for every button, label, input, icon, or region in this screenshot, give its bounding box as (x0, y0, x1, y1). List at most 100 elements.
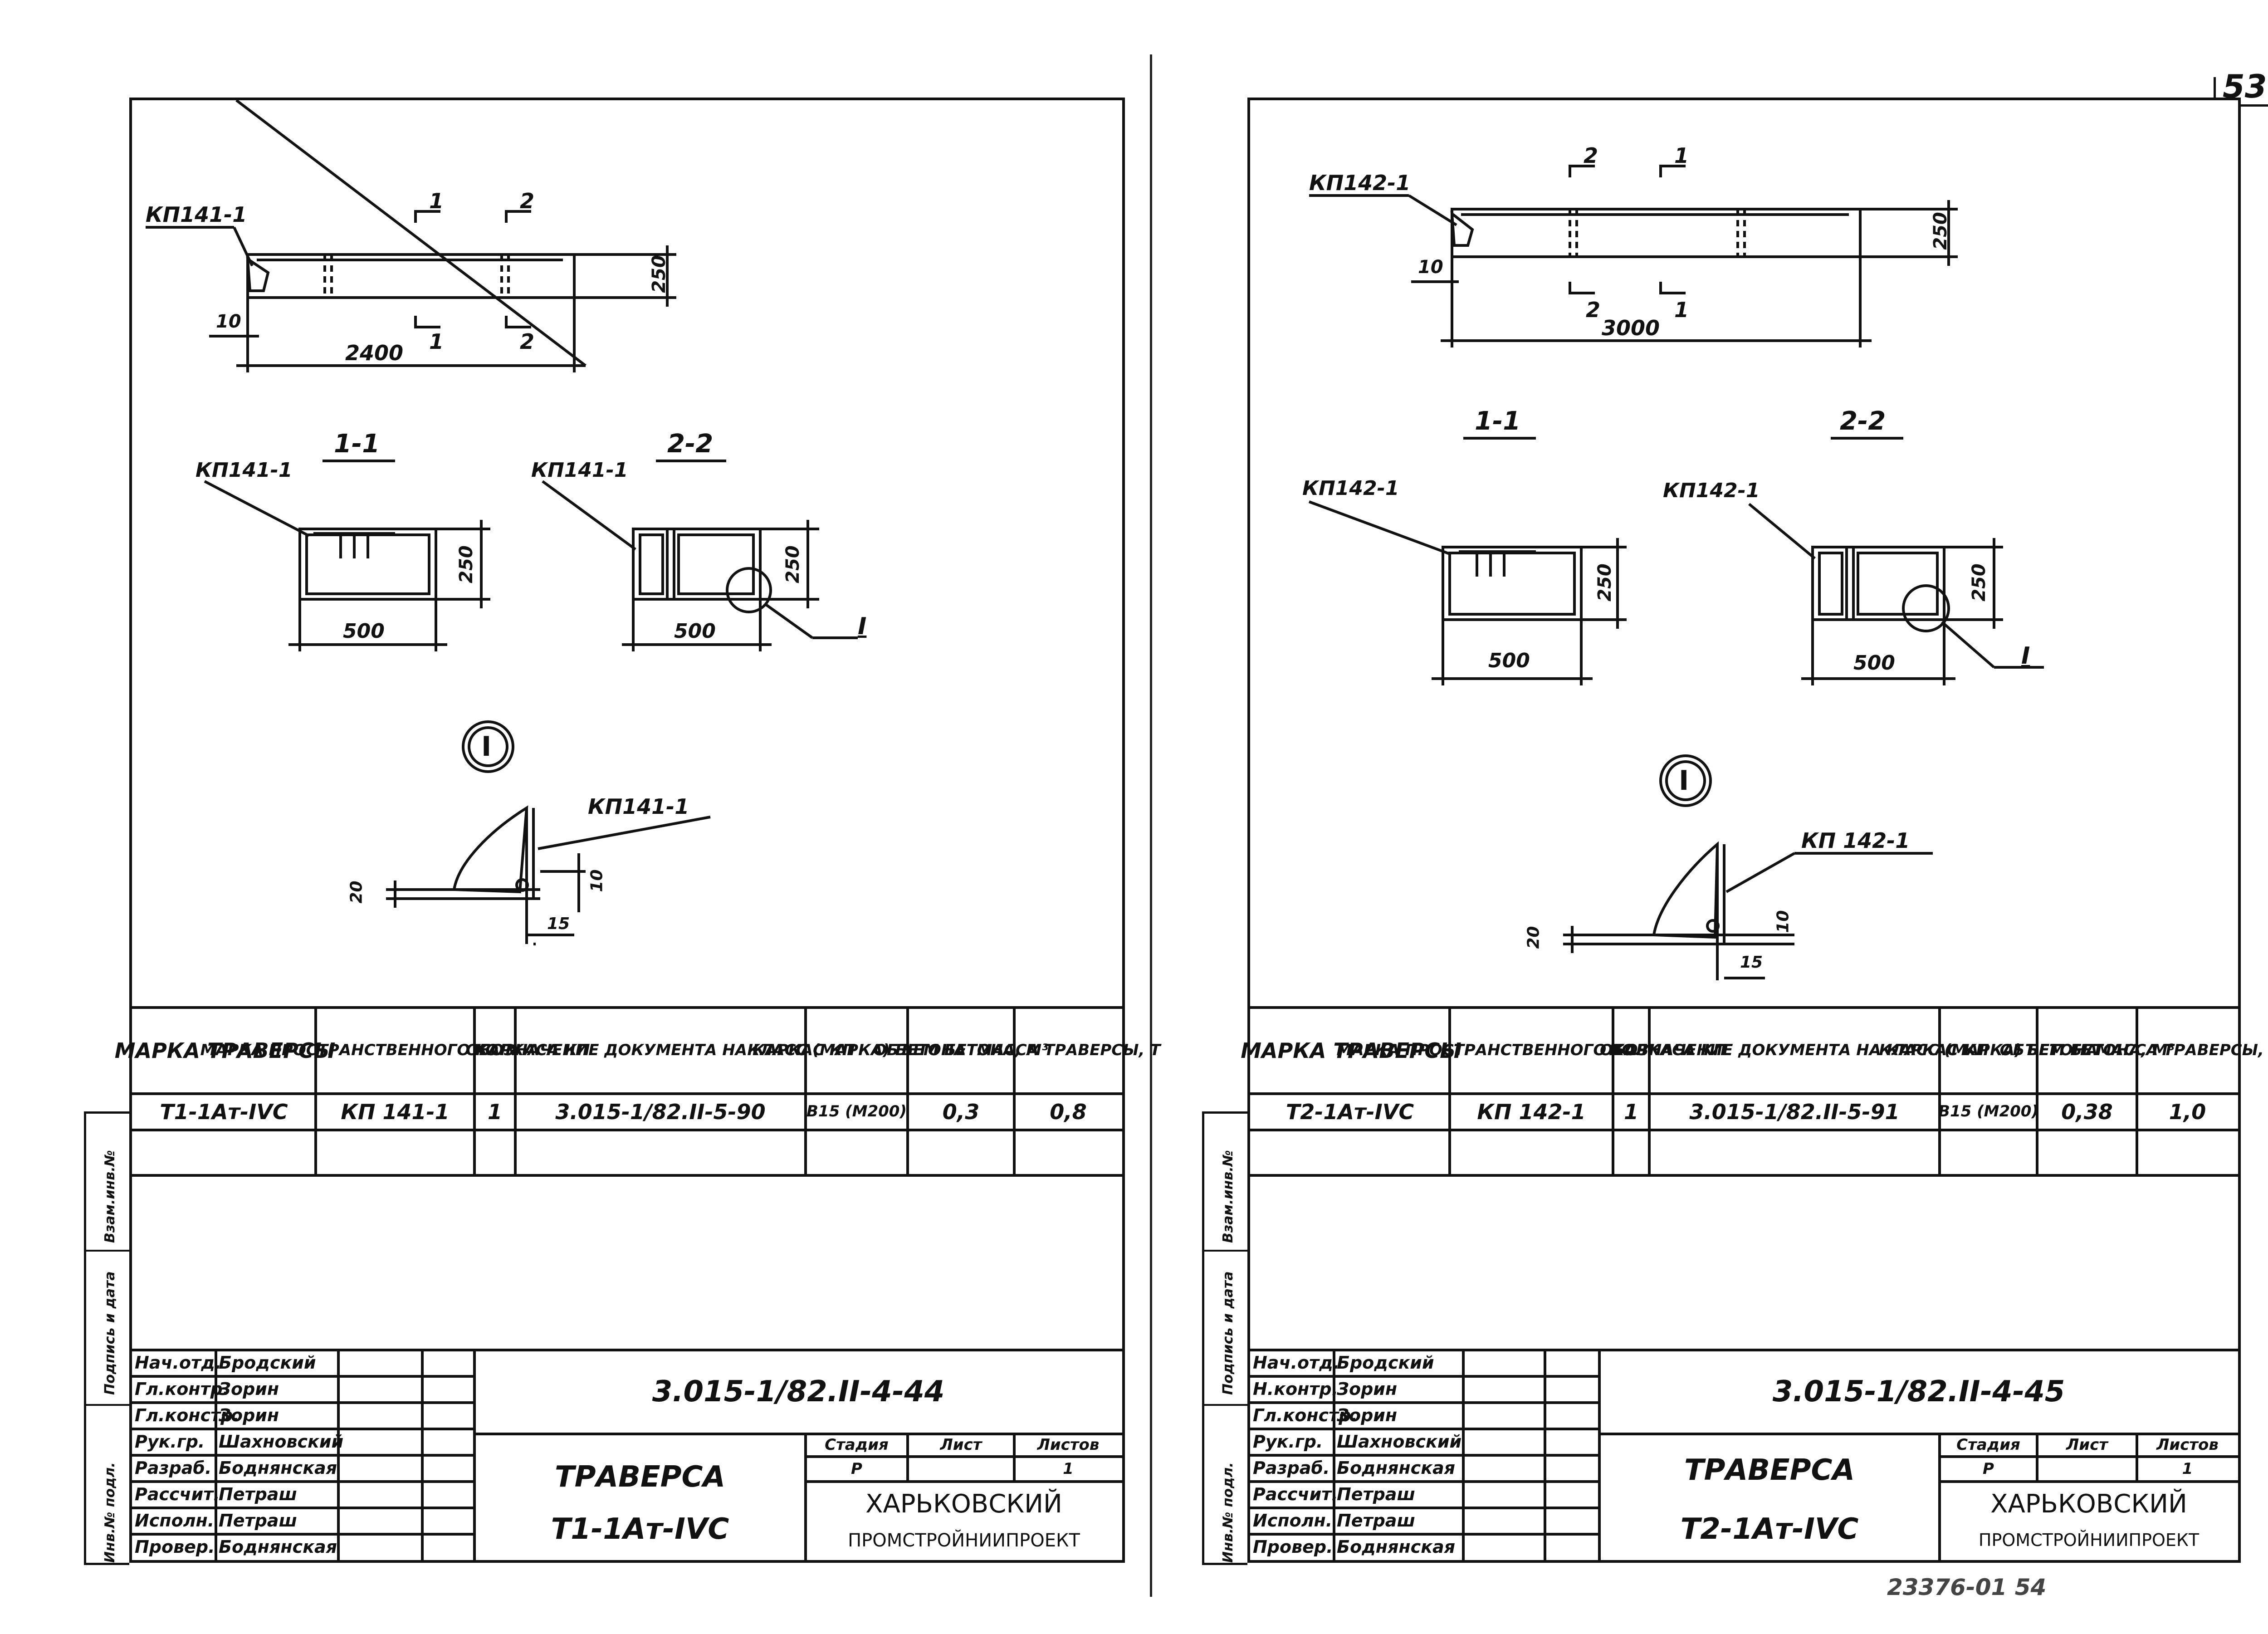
sig-role-3: Гл.констр. (135, 1405, 240, 1426)
page-divider (1150, 54, 1152, 1597)
td-volume: 0,3 (942, 1099, 980, 1124)
td-qty: 1 (1623, 1099, 1638, 1124)
right-drawings (1308, 165, 2044, 980)
sig-name-3: Зорин (219, 1405, 279, 1426)
section-1-title: 1-1 (1475, 406, 1521, 436)
plan-mark-label: КП141-1 (146, 202, 247, 227)
plan-mark-label: КП142-1 (1309, 171, 1411, 195)
sig-name-6: Петраш (219, 1484, 297, 1505)
title-line1: ТРАВЕРСА (555, 1460, 725, 1494)
td-mass: 1,0 (2169, 1099, 2206, 1124)
detail-callout: I (1679, 765, 1689, 797)
th-qty: КОЛ. (473, 1041, 517, 1060)
sig-role-2: Н.контр. (1253, 1379, 1339, 1399)
stage-header: Стадия (1956, 1436, 2020, 1454)
sig-role-5: Разраб. (1253, 1458, 1330, 1478)
sig-role-6: Рассчит. (1253, 1484, 1338, 1505)
title-block: Нач.отд. Бродский Гл.контр. Зорин Гл.кон… (132, 1349, 1122, 1563)
sheet-header: Лист (940, 1436, 982, 1454)
td-volume: 0,38 (2061, 1099, 2113, 1124)
sig-role-2: Гл.контр. (135, 1379, 230, 1399)
cut-1-bottom: 1 (429, 329, 444, 354)
side-label-inv: Инв.№ подл. (102, 1462, 118, 1563)
sig-name-4: Шахновский (1337, 1432, 1462, 1452)
th-mass: МАССА ТРАВЕРСЫ, Т (977, 1041, 1161, 1060)
cut-1-top: 1 (429, 189, 444, 213)
sheets-header: Листов (2156, 1436, 2219, 1454)
detail-ref-label: I (2021, 642, 2030, 670)
th-doc: ОБОЗНАЧЕНИЕ ДОКУМЕНТА НА КАРКАС КП (465, 1041, 855, 1060)
td-qty: 1 (487, 1099, 502, 1124)
side-label-replace: Взам.инв.№ (1220, 1150, 1236, 1243)
detail-mark: КП141-1 (588, 794, 689, 819)
sig-name-2: Зорин (219, 1379, 279, 1399)
sig-role-4: Рук.гр. (135, 1432, 205, 1452)
td-traverse-mark: Т2-1Ат-IVC (1286, 1099, 1414, 1124)
sig-role-3: Гл.констр. (1253, 1405, 1358, 1426)
cut-2-bottom: 2 (520, 329, 535, 354)
sig-name-5: Боднянская (219, 1458, 337, 1478)
th-doc: ОБОЗНАЧЕНИЕ ДОКУМЕНТА НА КАРКАС КП (1599, 1041, 1989, 1060)
plan-length: 3000 (1602, 316, 1660, 340)
side-label-inv: Инв.№ подл. (1220, 1462, 1236, 1563)
cut-a-top: 2 (1584, 143, 1598, 168)
detail-dim-10: 10 (587, 869, 606, 892)
left-sheet: КП141-1 2400 250 10 1 2 1 2 1-1 2-2 КП14… (114, 98, 1161, 1563)
sheet-header: Лист (2066, 1436, 2108, 1454)
sig-name-3: Зорин (1337, 1405, 1398, 1426)
sig-name-7: Петраш (219, 1511, 297, 1531)
sig-role-8: Провер. (1253, 1537, 1333, 1557)
side-label-sign: Подпись и дата (1220, 1271, 1236, 1395)
section-2-title: 2-2 (667, 429, 714, 459)
td-doc: 3.015-1/82.II-5-90 (555, 1099, 766, 1124)
doc-code: 3.015-1/82.II-4-45 (1772, 1375, 2065, 1409)
th-mass: МАССА ТРАВЕРСЫ, Т (2096, 1041, 2268, 1060)
org-line1: ХАРЬКОВСКИЙ (865, 1489, 1062, 1519)
sig-name-4: Шахновский (219, 1432, 344, 1452)
sig-role-7: Исполн. (1253, 1511, 1333, 1531)
td-traverse-mark: Т1-1Ат-IVC (160, 1099, 288, 1124)
sig-name-6: Петраш (1337, 1484, 1415, 1505)
section-1-height: 250 (1594, 563, 1615, 602)
section-2-title: 2-2 (1840, 406, 1886, 436)
detail-dim-10: 10 (1774, 910, 1793, 933)
plan-offset: 10 (216, 311, 241, 332)
td-doc: 3.015-1/82.II-5-91 (1689, 1099, 1900, 1124)
sig-role-1: Нач.отд. (1253, 1353, 1340, 1373)
sheet-value (2037, 1457, 2137, 1482)
td-concrete-class: B15 (M200) (807, 1102, 907, 1121)
td-mass: 0,8 (1050, 1099, 1087, 1124)
detail-mark: КП 142-1 (1801, 828, 1910, 853)
section-2-mark: КП142-1 (1663, 479, 1760, 502)
sig-role-7: Исполн. (135, 1511, 215, 1531)
sig-name-2: Зорин (1337, 1379, 1398, 1399)
detail-dim-15: 15 (547, 915, 570, 933)
th-frame-mark: МАРКА ПРОСТРАНСТВЕННОГО КАРКАСА КП (200, 1041, 590, 1060)
sheet-value (908, 1457, 1014, 1482)
spec-table: МАРКА ТРАВЕРСЫ МАРКА ПРОСТРАНСТВЕННОГО К… (1241, 1006, 2268, 1230)
cut-b-bottom: 1 (1674, 298, 1689, 322)
page-number-tick (2214, 77, 2216, 107)
sig-role-5: Разраб. (135, 1458, 212, 1478)
side-label-sign: Подпись и дата (102, 1271, 118, 1395)
td-frame-mark: КП 142-1 (1477, 1099, 1586, 1124)
sig-role-4: Рук.гр. (1253, 1432, 1323, 1452)
stage-header: Стадия (825, 1436, 889, 1454)
plan-length: 2400 (345, 341, 404, 365)
right-sheet: КП142-1 3000 250 10 2 1 2 1 1-1 2-2 КП14… (1241, 98, 2268, 1563)
sig-name-1: Бродский (219, 1353, 316, 1373)
plan-height: 250 (1930, 212, 1951, 250)
sig-name-1: Бродский (1337, 1353, 1434, 1373)
sig-role-6: Рассчит. (135, 1484, 220, 1505)
left-side-stamp: Инв.№ подл. Подпись и дата Взам.инв.№ (84, 1111, 132, 1565)
cut-a-bottom: 2 (1586, 298, 1601, 322)
sheets-value: 1 (2182, 1459, 2193, 1478)
title-line2: Т1-1Ат-IVC (551, 1512, 729, 1546)
detail-dim-20: 20 (1524, 926, 1543, 949)
sig-role-8: Провер. (135, 1537, 215, 1557)
section-2-width: 500 (674, 620, 716, 643)
detail-dim-15: 15 (1740, 953, 1763, 972)
section-1-mark: КП142-1 (1302, 477, 1399, 500)
th-traverse-mark: МАРКА ТРАВЕРСЫ (114, 1038, 336, 1063)
side-label-replace: Взам.инв.№ (102, 1150, 118, 1243)
